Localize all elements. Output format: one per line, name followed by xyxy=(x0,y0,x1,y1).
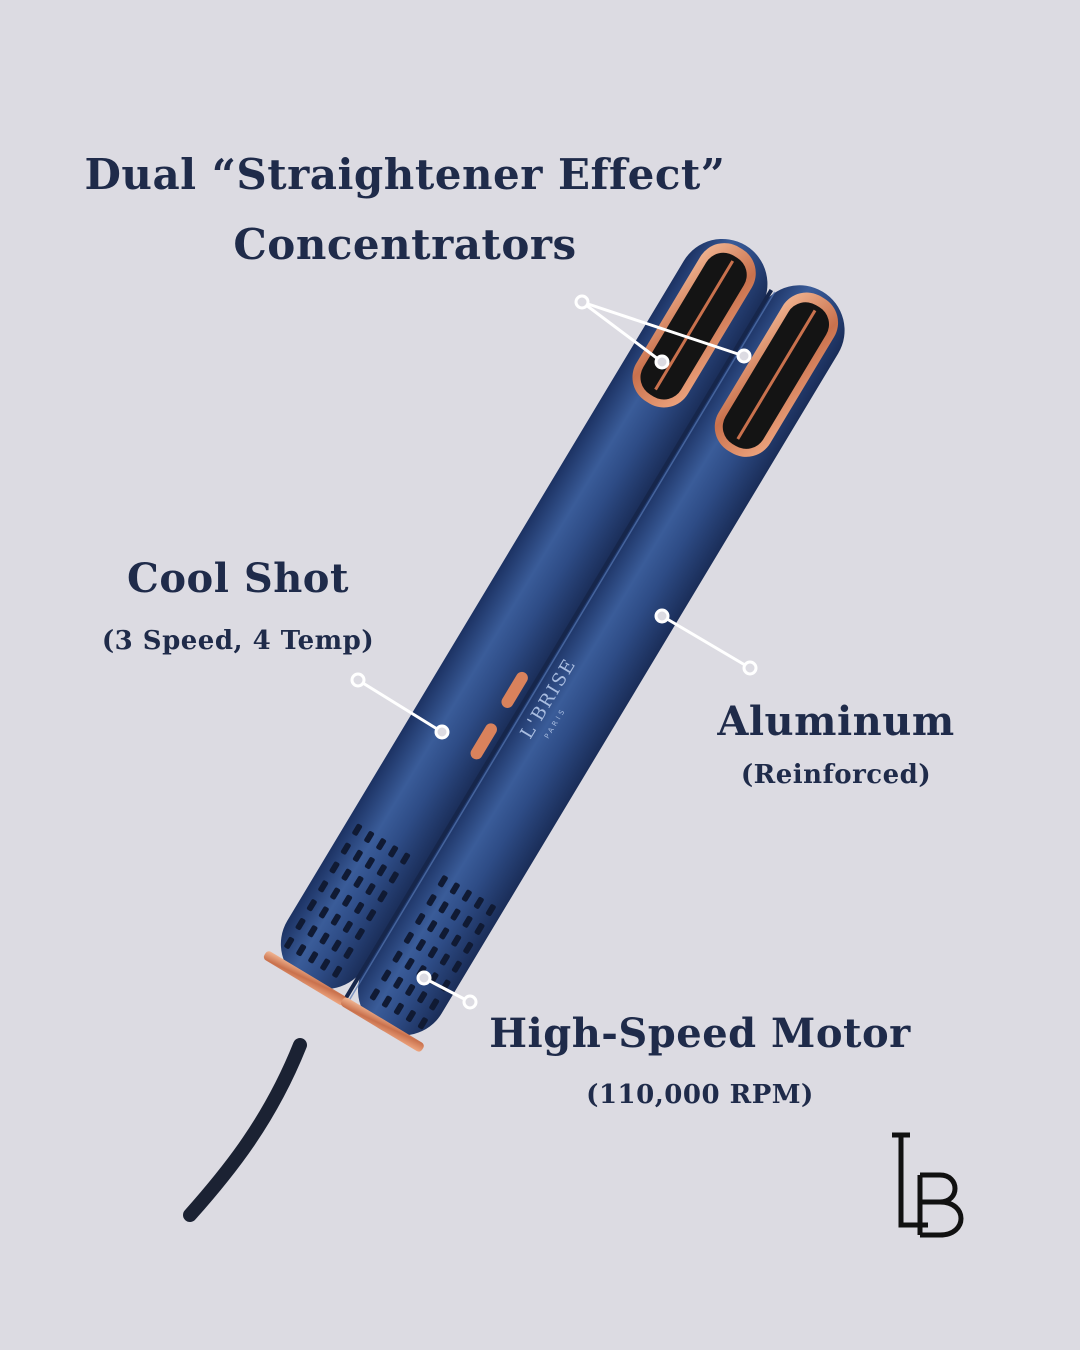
concentrators-title-line1: Dual “Straightener Effect” xyxy=(84,150,726,199)
concentrators-title-line2: Concentrators xyxy=(233,220,577,269)
concentrators-callout: Dual “Straightener Effect” Concentrators xyxy=(0,140,810,280)
lb-logo xyxy=(892,1132,964,1238)
left-end-ring xyxy=(263,951,347,1006)
callout-leaders xyxy=(350,294,758,1010)
left-tube xyxy=(280,238,768,989)
aluminum-title: Aluminum xyxy=(717,698,955,745)
right-end-ring xyxy=(341,997,424,1052)
air-intake-grille xyxy=(284,823,497,1030)
motor-subtitle: (110,000 RPM) xyxy=(586,1080,814,1110)
aluminum-subtitle: (Reinforced) xyxy=(740,760,932,790)
cool-shot-subtitle: (3 Speed, 4 Temp) xyxy=(101,626,375,656)
right-tube xyxy=(358,285,845,1036)
speed-button[interactable] xyxy=(499,670,530,710)
motor-title: High-Speed Motor xyxy=(489,1010,911,1057)
concentrator-vents xyxy=(632,243,839,457)
power-cable xyxy=(183,1038,307,1222)
dryer-body: L'BRISE PARIS xyxy=(263,238,845,1052)
cool-shot-title: Cool Shot xyxy=(127,555,349,602)
temp-button[interactable] xyxy=(468,721,499,761)
